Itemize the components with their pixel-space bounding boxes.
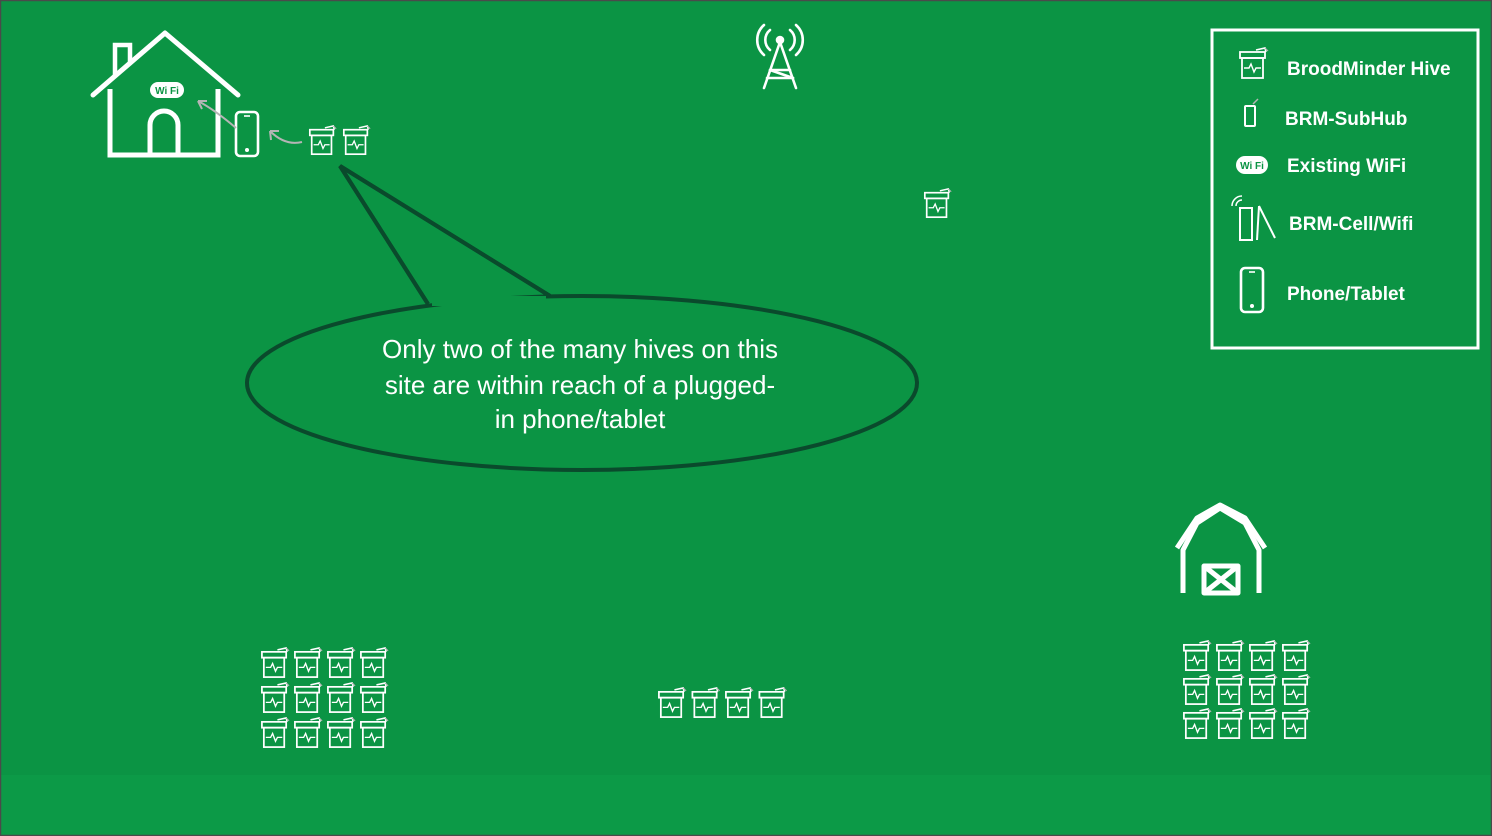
callout-line-3: in phone/tablet: [495, 404, 666, 434]
callout-line-1: Only two of the many hives on this: [382, 334, 778, 364]
house-icon: Wi Fi: [90, 30, 241, 158]
legend-label-cell-wifi: BRM-Cell/Wifi: [1289, 214, 1413, 235]
phone-to-wifi-arrow: [197, 100, 237, 129]
legend-item-hive: BroodMinder Hive: [1239, 47, 1451, 80]
legend-item-wifi: Wi Fi Existing WiFi: [1236, 156, 1406, 177]
callout-line-2: site are within reach of a plugged-: [385, 370, 775, 400]
legend-label-wifi: Existing WiFi: [1287, 156, 1406, 177]
legend-label-hive: BroodMinder Hive: [1287, 59, 1451, 80]
cell-wifi-icon: [1231, 195, 1276, 241]
legend-item-phone: Phone/Tablet: [1239, 266, 1406, 314]
house-wifi-icon: Wi Fi: [150, 82, 184, 98]
bottom-band: [0, 775, 1492, 836]
barn-icon: [1174, 502, 1268, 596]
subhub-icon: [1244, 98, 1259, 127]
callout-bubble: Only two of the many hives on this site …: [245, 164, 919, 472]
cell-tower-icon: [755, 23, 805, 90]
legend-label-subhub: BRM-SubHub: [1285, 109, 1407, 130]
house-wifi-text: Wi Fi: [155, 86, 179, 97]
legend-item-cell-wifi: BRM-Cell/Wifi: [1231, 195, 1413, 241]
legend: BroodMinder Hive BRM-SubHub Wi Fi Existi…: [1210, 28, 1480, 350]
legend-box: [1210, 28, 1480, 350]
legend-item-subhub: BRM-SubHub: [1244, 98, 1407, 130]
wifi-icon: Wi Fi: [1236, 156, 1268, 174]
legend-label-phone: Phone/Tablet: [1287, 284, 1406, 305]
legend-wifi-glyph-text: Wi Fi: [1240, 161, 1264, 172]
hive-to-phone-arrow: [269, 130, 303, 144]
